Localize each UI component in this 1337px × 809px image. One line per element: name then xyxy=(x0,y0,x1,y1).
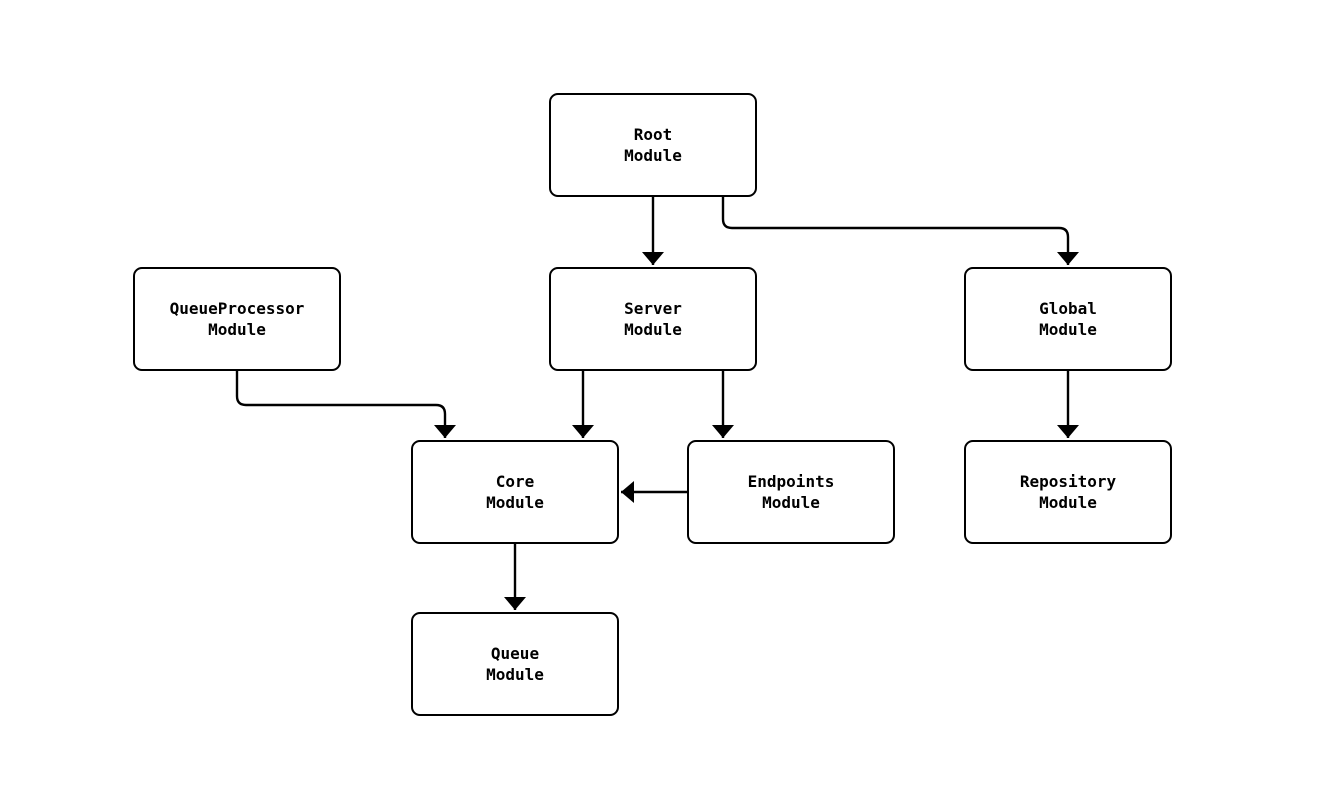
node-root-module-label: Root Module xyxy=(624,125,682,165)
edge-queueprocessor-core xyxy=(235,371,456,438)
node-global-module: Global Module xyxy=(964,267,1172,371)
node-server-module-label: Server Module xyxy=(624,299,682,339)
node-endpoints-module: Endpoints Module xyxy=(687,440,895,544)
node-repository-module: Repository Module xyxy=(964,440,1172,544)
node-queueprocessor-module-label: QueueProcessor Module xyxy=(169,299,305,339)
node-root-module: Root Module xyxy=(549,93,757,197)
node-global-module-label: Global Module xyxy=(1039,299,1097,339)
node-server-module: Server Module xyxy=(549,267,757,371)
node-endpoints-module-label: Endpoints Module xyxy=(747,472,835,512)
node-queueprocessor-module: QueueProcessor Module xyxy=(133,267,341,371)
node-core-module: Core Module xyxy=(411,440,619,544)
node-core-module-label: Core Module xyxy=(486,472,544,512)
edge-root-global xyxy=(721,197,1079,265)
node-repository-module-label: Repository Module xyxy=(1019,472,1117,512)
node-queue-module: Queue Module xyxy=(411,612,619,716)
node-queue-module-label: Queue Module xyxy=(486,644,544,684)
